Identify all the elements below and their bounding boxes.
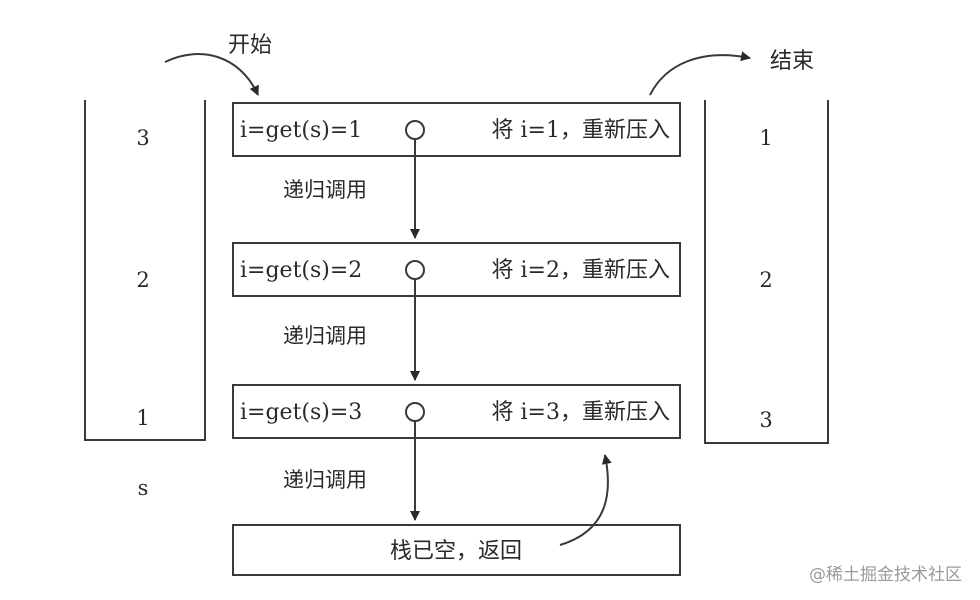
call-box-1-action: 将 i=1，重新压入 bbox=[492, 118, 670, 143]
call-box-1-expr: i=get(s)=1 bbox=[240, 118, 362, 143]
call-box-1 bbox=[232, 102, 681, 157]
end-label: 结束 bbox=[770, 49, 814, 74]
return-arrow bbox=[559, 454, 612, 546]
empty-stack-box bbox=[232, 524, 681, 576]
call-box-3-action: 将 i=3，重新压入 bbox=[492, 400, 670, 425]
call-box-2-expr: i=get(s)=2 bbox=[240, 258, 362, 283]
call-box-2-action: 将 i=2，重新压入 bbox=[492, 258, 670, 283]
right-stack-item-middle: 2 bbox=[759, 268, 772, 292]
left-stack-item-bottom: 1 bbox=[136, 406, 149, 430]
stack-name-label: s bbox=[138, 476, 149, 500]
recursive-call-label-1: 递归调用 bbox=[283, 178, 367, 202]
recursive-call-label-3: 递归调用 bbox=[283, 468, 367, 492]
right-stack-item-bottom: 3 bbox=[759, 408, 772, 432]
left-stack-item-middle: 2 bbox=[136, 268, 149, 292]
recursive-call-label-2: 递归调用 bbox=[283, 324, 367, 348]
call-box-3 bbox=[232, 384, 681, 439]
watermark: @稀土掘金技术社区 bbox=[809, 565, 962, 585]
empty-stack-text: 栈已空，返回 bbox=[390, 539, 522, 564]
right-stack-item-top: 1 bbox=[759, 126, 772, 150]
start-label: 开始 bbox=[228, 33, 272, 58]
end-arrow bbox=[649, 51, 751, 96]
left-stack-outline bbox=[84, 100, 206, 441]
right-stack-outline bbox=[704, 100, 829, 444]
call-box-3-expr: i=get(s)=3 bbox=[240, 400, 362, 425]
call-box-2 bbox=[232, 242, 681, 297]
left-stack-item-top: 3 bbox=[136, 126, 149, 150]
start-arrow bbox=[164, 53, 259, 96]
